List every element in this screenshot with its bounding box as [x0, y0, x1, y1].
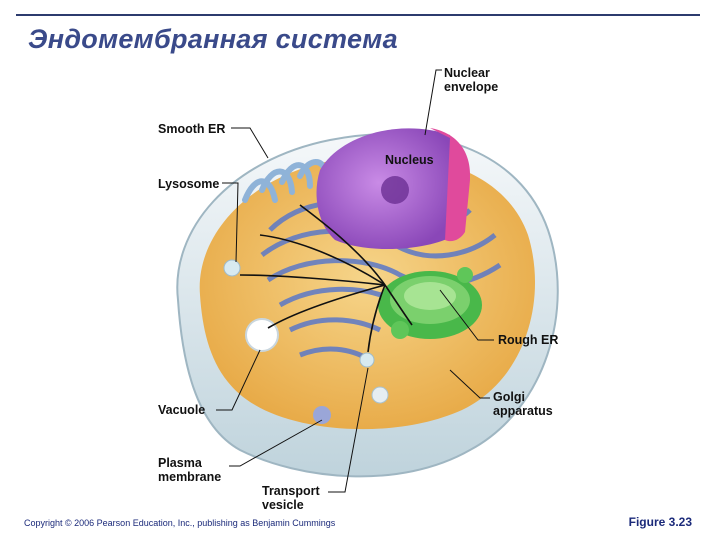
leader-lines [216, 69, 494, 493]
vesicle-shape [359, 352, 375, 368]
label-plasma-membrane: Plasma membrane [158, 456, 222, 484]
figure-number: Figure 3.23 [628, 515, 692, 529]
label-smooth-er: Smooth ER [158, 122, 226, 136]
label-transport-vesicle: Transport vesicle [262, 484, 320, 512]
golgi-stack [378, 267, 482, 339]
nuclear-envelope-shape [430, 128, 471, 242]
title-rule [16, 14, 700, 16]
label-nuclear-envelope: Nuclear envelope [444, 66, 499, 94]
copyright-text: Copyright © 2006 Pearson Education, Inc.… [24, 518, 336, 528]
label-rough-er: Rough ER [498, 333, 559, 347]
page-title: Эндомембранная система [28, 24, 398, 54]
label-golgi-apparatus: Golgi apparatus [493, 390, 553, 418]
label-vacuole: Vacuole [158, 403, 206, 417]
vacuole-shape [245, 318, 279, 352]
transport-arrows [239, 204, 413, 353]
label-lysosome: Lysosome [158, 177, 220, 191]
lysosome-shape [223, 259, 241, 277]
label-nucleus: Nucleus [385, 153, 434, 167]
